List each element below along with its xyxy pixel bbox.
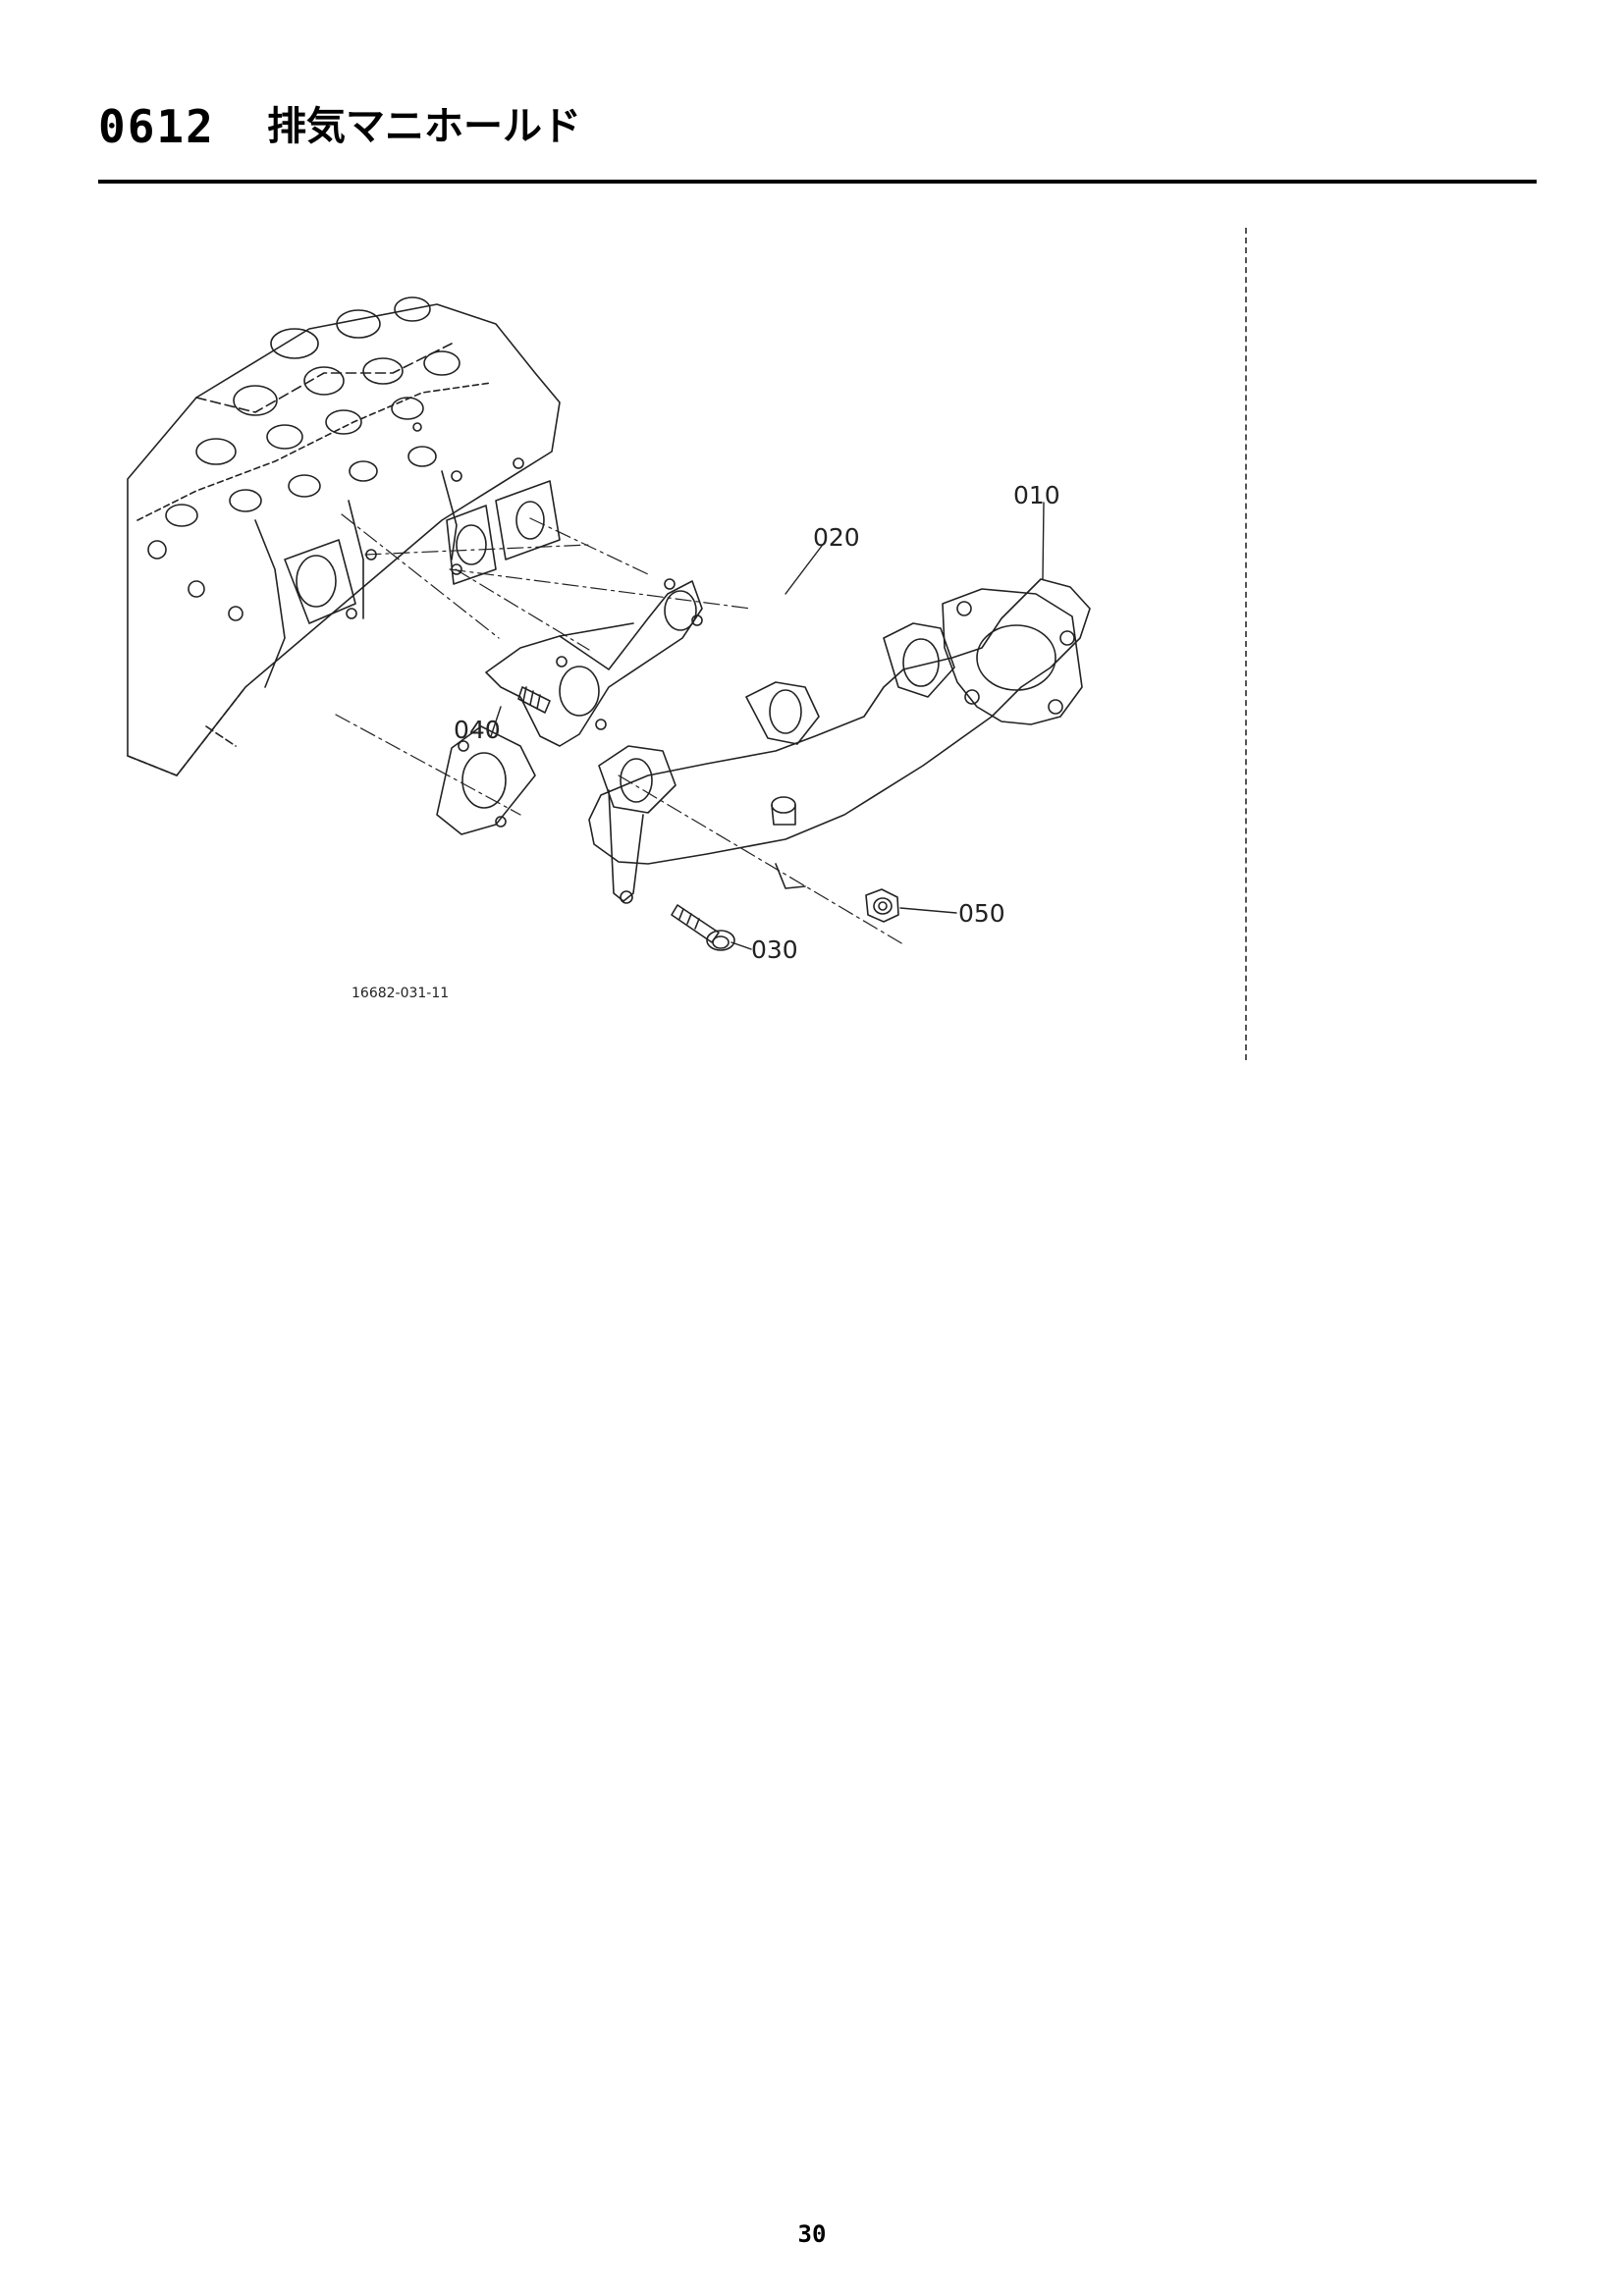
callout-010: 010 [1013, 481, 1060, 509]
bolt [671, 904, 735, 951]
callout-050: 050 [958, 899, 1005, 928]
callout-020: 020 [813, 523, 860, 552]
alignment-lines [335, 513, 904, 945]
page-number: 30 [797, 2220, 827, 2248]
exploded-parts-diagram: 010 020 040 030 050 16682-031-11 [98, 226, 1242, 1060]
stud [517, 686, 551, 714]
cylinder-head [127, 296, 561, 776]
nut [865, 888, 899, 923]
section-code: 0612 [98, 100, 215, 153]
manifold-gasket [436, 578, 703, 835]
callout-040: 040 [454, 716, 501, 744]
side-divider [1245, 228, 1247, 1060]
leader-lines [490, 502, 1045, 950]
section-title: 排気マニホールド [267, 104, 581, 149]
callout-030: 030 [751, 935, 798, 964]
exhaust-manifold [588, 578, 1091, 904]
page-header: 0612 排気マニホールド [98, 96, 1537, 157]
drawing-number: 16682-031-11 [352, 986, 449, 1001]
header-rule [98, 180, 1537, 184]
